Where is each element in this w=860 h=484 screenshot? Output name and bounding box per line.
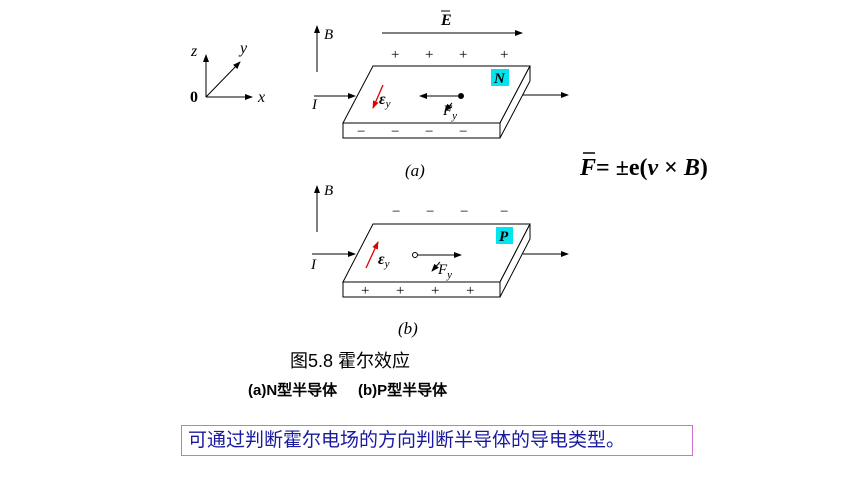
e-field-label: E (440, 12, 452, 29)
formula-v: v (648, 155, 659, 181)
bottom-charge-b-1: + (361, 283, 369, 299)
axis-origin-label: 0 (190, 89, 198, 106)
p-type-badge-label: P (499, 229, 509, 245)
emf-label-b: εy (378, 251, 390, 270)
force-label-b: Fy (437, 262, 452, 281)
semiconductor-slab-front-b (342, 281, 501, 298)
top-charge-a-2: + (425, 47, 433, 63)
formula-f: F (579, 155, 596, 181)
axis-y-label: y (238, 40, 248, 57)
current-label-a: I (311, 97, 318, 113)
n-type-badge-label: N (493, 71, 506, 87)
bottom-charge-a-1: − (357, 124, 365, 140)
top-charge-a-3: + (459, 47, 467, 63)
hole-dot (412, 252, 418, 258)
figure-caption-title: 图5.8 霍尔效应 (290, 351, 411, 371)
formula-eq: = ±e( (596, 155, 648, 181)
svg-text:F= ±e(v × B): F= ±e(v × B) (579, 155, 708, 181)
bottom-charge-a-2: − (391, 124, 399, 140)
top-charge-a-1: + (391, 47, 399, 63)
bottom-charge-a-3: − (425, 124, 433, 140)
semiconductor-slab-front-a (342, 122, 501, 139)
panel-a: E B + + + + − − − − I N εy Fy (a) (311, 10, 569, 180)
lorentz-force-formula: F= ±e(v × B) (579, 152, 708, 181)
hall-emf-arrow-b (365, 241, 379, 269)
top-charge-b-4: − (500, 204, 508, 220)
force-label-a: Fy (442, 103, 457, 122)
bottom-charge-b-2: + (396, 283, 404, 299)
n-type-badge (491, 69, 509, 86)
top-charge-b-2: − (426, 204, 434, 220)
top-charge-a-4: + (500, 47, 508, 63)
formula-close: ) (700, 155, 708, 181)
axis-z-label: z (190, 43, 198, 60)
formula-times: × (658, 155, 684, 181)
current-label-b: I (310, 257, 317, 273)
bottom-charge-b-3: + (431, 283, 439, 299)
formula-b: B (683, 155, 700, 181)
top-charge-b-3: − (460, 204, 468, 220)
b-field-label-b: B (324, 183, 333, 199)
top-charge-b-1: − (392, 204, 400, 220)
conclusion-note: 可通过判断霍尔电场的方向判断半导体的导电类型。 (181, 425, 693, 456)
hall-emf-arrow-a (372, 84, 384, 109)
p-type-badge (496, 227, 513, 244)
coordinate-axes: z y x 0 (190, 40, 265, 106)
bottom-charge-a-4: − (459, 124, 467, 140)
bottom-charge-b-4: + (466, 283, 474, 299)
panel-b: B − − − − + + + + I P εy Fy (b) (310, 183, 569, 338)
electron-dot (458, 93, 464, 99)
axis-x-label: x (257, 89, 265, 106)
panel-b-label: (b) (398, 319, 418, 338)
figure-caption-subtitle: (a)N型半导体 (b)P型半导体 (248, 382, 448, 399)
b-field-label-a: B (324, 27, 333, 43)
panel-a-label: (a) (405, 161, 425, 180)
emf-label-a: εy (379, 91, 391, 110)
